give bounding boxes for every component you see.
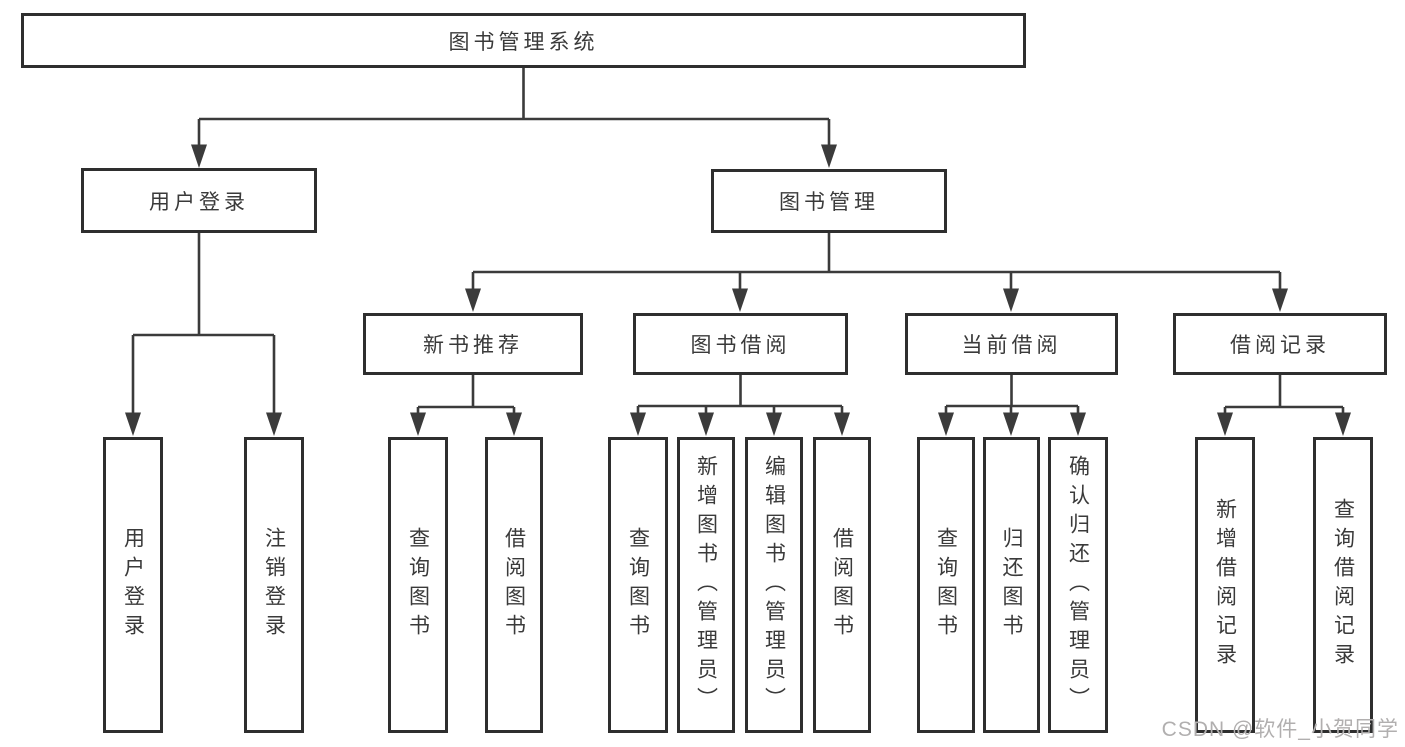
leaf-confirm-return-admin-label: 确认归还（管理员） [1066,454,1090,716]
leaf-query-borrow-record: 查询借阅记录 [1313,437,1373,733]
leaf-query-book-current: 查询图书 [917,437,975,733]
leaf-logout-label: 注销登录 [262,527,286,643]
node-book-borrow: 图书借阅 [633,313,848,375]
node-user-login: 用户登录 [81,168,317,233]
leaf-logout: 注销登录 [244,437,304,733]
connector-root-to-level2 [197,68,831,146]
leaf-add-borrow-record: 新增借阅记录 [1195,437,1255,733]
leaf-query-borrow-record-label: 查询借阅记录 [1331,498,1355,672]
node-new-book-recommend-label: 新书推荐 [423,334,523,357]
leaf-borrow-book-recommend-label: 借阅图书 [502,527,526,643]
leaf-add-book-admin: 新增图书（管理员） [677,437,735,733]
node-current-borrow-label: 当前借阅 [961,334,1062,357]
leaf-query-book-current-label: 查询图书 [934,527,958,643]
node-borrow-record: 借阅记录 [1173,313,1387,375]
leaf-query-book-borrow: 查询图书 [608,437,668,733]
node-new-book-recommend: 新书推荐 [363,313,583,375]
node-book-management-label: 图书管理 [779,191,879,214]
node-current-borrow: 当前借阅 [905,313,1118,375]
connector-borrowrecord-to-leaves [1223,375,1345,414]
leaf-borrow-book-label: 借阅图书 [830,527,854,643]
leaf-add-borrow-record-label: 新增借阅记录 [1213,498,1237,672]
leaf-confirm-return-admin: 确认归还（管理员） [1048,437,1108,733]
connector-bookborrow-to-leaves [636,375,844,414]
leaf-query-book-recommend-label: 查询图书 [406,527,430,643]
connector-currentborrow-to-leaves [944,375,1080,414]
leaf-return-book: 归还图书 [983,437,1040,733]
leaf-add-book-admin-label: 新增图书（管理员） [694,454,718,716]
leaf-borrow-book-recommend: 借阅图书 [485,437,543,733]
leaf-return-book-label: 归还图书 [1000,527,1023,643]
csdn-watermark: CSDN @软件_小贺同学 [1161,718,1399,741]
node-root: 图书管理系统 [21,13,1026,68]
connector-newbook-to-leaves [416,375,516,414]
leaf-query-book-borrow-label: 查询图书 [626,527,650,643]
node-borrow-record-label: 借阅记录 [1230,334,1330,357]
leaf-user-login-label: 用户登录 [121,527,145,643]
leaf-user-login: 用户登录 [103,437,163,733]
node-book-management: 图书管理 [711,169,947,233]
node-book-borrow-label: 图书借阅 [690,334,791,357]
node-user-login-label: 用户登录 [149,190,249,214]
connector-bookmgmt-to-level3 [471,233,1282,290]
leaf-borrow-book: 借阅图书 [813,437,871,733]
connector-userlogin-to-leaves [131,233,276,414]
leaf-edit-book-admin: 编辑图书（管理员） [745,437,803,733]
leaf-query-book-recommend: 查询图书 [388,437,448,733]
leaf-edit-book-admin-label: 编辑图书（管理员） [762,454,786,716]
node-root-label: 图书管理系统 [448,30,599,54]
